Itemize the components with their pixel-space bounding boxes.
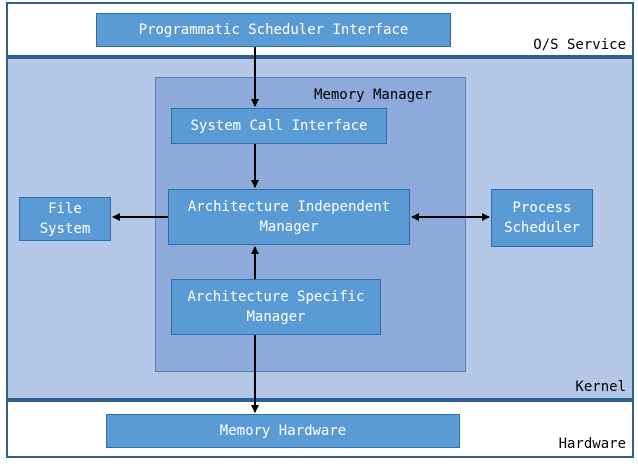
file-system-box: File System bbox=[19, 197, 111, 241]
programmatic-scheduler-interface-box: Programmatic Scheduler Interface bbox=[96, 13, 451, 47]
kernel-label: Kernel bbox=[575, 379, 626, 395]
memory-hardware-box: Memory Hardware bbox=[106, 414, 460, 448]
architecture-specific-manager-box: Architecture Specific Manager bbox=[171, 279, 381, 335]
os-service-label: O/S Service bbox=[533, 37, 626, 53]
memory-manager-title: Memory Manager bbox=[314, 87, 433, 103]
process-scheduler-box: Process Scheduler bbox=[491, 189, 593, 247]
architecture-independent-manager-box: Architecture Independent Manager bbox=[168, 189, 410, 245]
system-call-interface-box: System Call Interface bbox=[171, 108, 387, 144]
hardware-label: Hardware bbox=[558, 436, 626, 452]
